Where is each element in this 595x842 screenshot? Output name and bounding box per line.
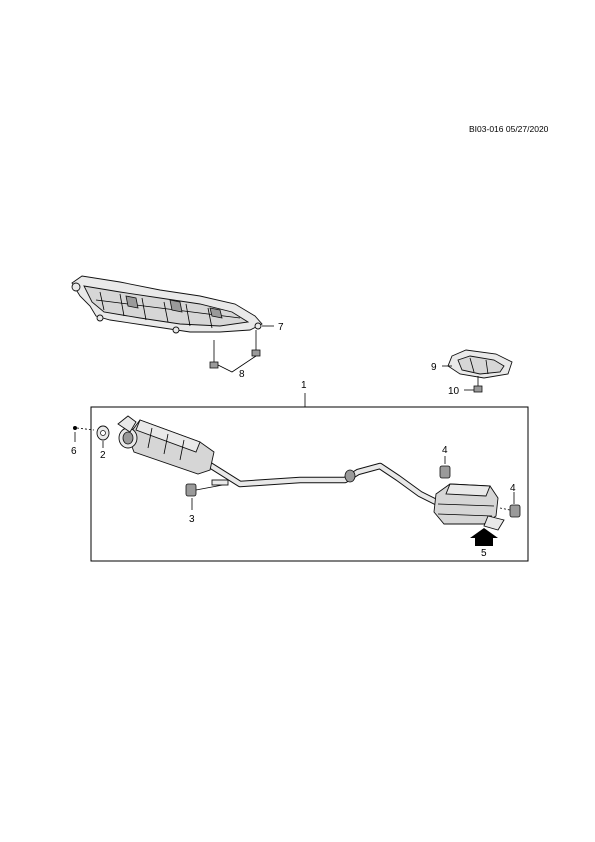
rear-muffler[interactable] [433,483,505,531]
callout-4-top: 4 [442,445,448,456]
callout-4-right: 4 [510,483,516,494]
callout-8: 8 [239,369,245,380]
shield-nut-right[interactable] [251,330,261,357]
direction-arrow [470,528,498,546]
flange-gasket[interactable] [96,425,110,441]
bracket-bolt[interactable] [473,376,483,393]
callout-7: 7 [278,322,284,333]
rubber-hanger-mid[interactable] [439,465,451,479]
heat-shield[interactable] [71,275,263,334]
front-muffler[interactable] [117,415,215,475]
rubber-hanger-front[interactable] [185,479,229,497]
bracket-small-shield[interactable] [447,349,513,379]
shield-nut-left[interactable] [209,340,219,369]
flange-bolt[interactable] [73,426,95,431]
callout-6: 6 [71,446,77,457]
drawing-reference: BI03-016 05/27/2020 [469,124,549,134]
assembly-frame [90,406,529,562]
callout-3: 3 [189,514,195,525]
rubber-hanger-rear[interactable] [499,504,521,518]
callout-5: 5 [481,548,487,559]
exhaust-pipe[interactable] [201,458,444,508]
pipe-clamp[interactable] [344,469,356,483]
callout-2: 2 [100,450,106,461]
callout-9: 9 [431,362,437,373]
callout-1: 1 [301,380,307,391]
callout-10: 10 [448,386,460,397]
